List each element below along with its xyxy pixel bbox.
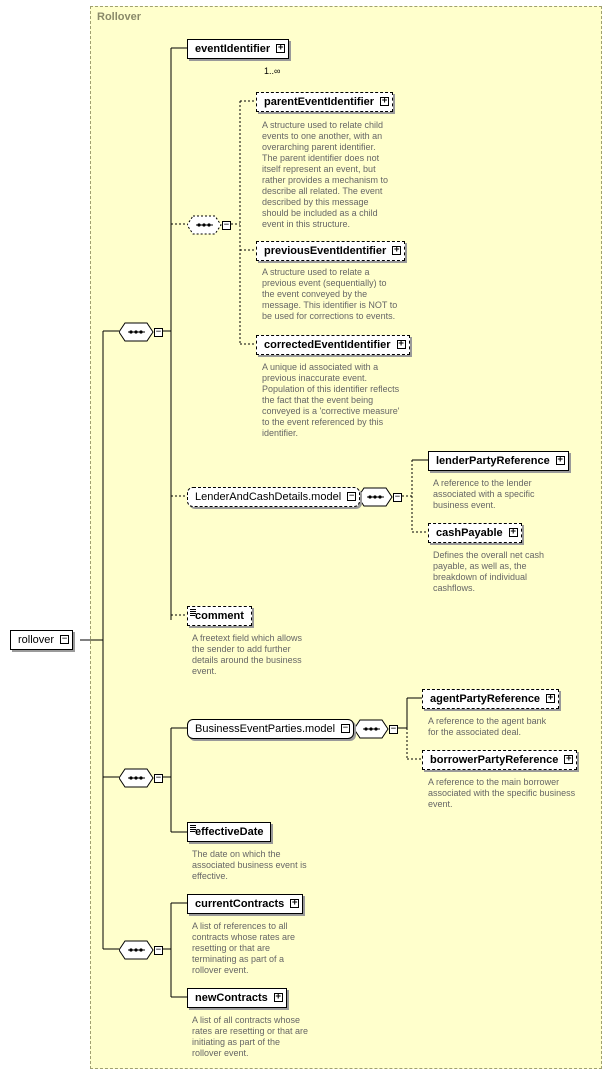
expand-icon[interactable]: + [564,754,574,764]
comment-doc: A freetext field which allows the sender… [192,633,303,676]
text-content-icon [190,609,196,616]
current-contracts-element[interactable]: currentContracts + [187,894,304,914]
sequence-compositor-2[interactable]: − [119,768,163,788]
lender-and-cash-details-label: LenderAndCashDetails.model [195,491,342,503]
effective-date-doc: The date on which the associated busines… [192,849,307,881]
new-contracts-label: newContracts [195,992,268,1004]
event-identifier-label: eventIdentifier [195,43,271,55]
previous-event-identifier-element[interactable]: previousEventIdentifier + [256,241,406,261]
expand-icon[interactable]: + [396,339,406,349]
parent-event-identifier-label: parentEventIdentifier [264,96,375,108]
collapse-icon[interactable]: − [154,773,163,783]
expand-icon[interactable]: + [508,527,518,537]
cash-payable-label: cashPayable [436,527,503,539]
expand-icon[interactable]: + [380,96,390,106]
sequence-compositor-1[interactable]: − [119,322,163,342]
text-content-icon [190,825,196,832]
current-contracts-doc: A list of references to all contracts wh… [192,921,296,975]
cash-payable-doc: Defines the overall net cash payable, as… [433,550,545,593]
collapse-icon[interactable]: − [222,220,231,230]
borrower-party-reference-element[interactable]: borrowerPartyReference + [422,750,578,770]
event-identifier-cardinality: 1..∞ [264,66,281,76]
expand-icon[interactable]: + [273,992,283,1002]
expand-icon[interactable]: + [276,43,286,53]
collapse-icon[interactable]: − [347,491,357,501]
borrower-party-reference-label: borrowerPartyReference [430,754,559,766]
sequence-compositor-lender[interactable]: − [358,487,402,507]
sequence-compositor-icon [119,322,154,342]
lender-party-reference-element[interactable]: lenderPartyReference + [428,451,569,471]
lender-party-reference-doc: A reference to the lender associated wit… [433,478,535,510]
collapse-icon[interactable]: − [154,945,163,955]
agent-party-reference-doc: A reference to the agent bank for the as… [428,716,547,737]
event-identifier-element[interactable]: eventIdentifier + [183,36,290,59]
lender-and-cash-details-group[interactable]: LenderAndCashDetails.model− [187,487,361,507]
agent-party-reference-element[interactable]: agentPartyReference + [422,689,560,709]
parent-event-identifier-doc: A structure used to relate child events … [262,120,389,229]
collapse-icon[interactable]: − [154,327,163,337]
business-event-parties-group[interactable]: BusinessEventParties.model− [187,719,355,739]
comment-label: comment [195,610,244,622]
expand-icon[interactable]: + [392,245,402,255]
expand-icon[interactable]: + [555,455,565,465]
rollover-element[interactable]: rollover− [10,630,74,650]
sequence-compositor-icon [187,215,222,235]
collapse-icon[interactable]: − [393,492,402,502]
agent-party-reference-label: agentPartyReference [430,693,541,705]
borrower-party-reference-doc: A reference to the main borrower associa… [428,777,576,809]
sequence-compositor-parties[interactable]: − [354,719,398,739]
collapse-icon[interactable]: − [341,723,351,733]
effective-date-label: effectiveDate [195,826,264,838]
sequence-compositor-icon [358,487,393,507]
comment-element[interactable]: comment [187,606,252,626]
effective-date-element[interactable]: effectiveDate [187,822,272,842]
sequence-compositor-icon [119,940,154,960]
sequence-compositor-3[interactable]: − [119,940,163,960]
previous-event-identifier-label: previousEventIdentifier [264,245,387,257]
corrected-event-identifier-doc: A unique id associated with a previous i… [262,362,400,438]
lender-party-reference-label: lenderPartyReference [436,455,550,467]
sequence-compositor-icon [119,768,154,788]
corrected-event-identifier-label: correctedEventIdentifier [264,339,391,351]
new-contracts-doc: A list of all contracts whose rates are … [192,1015,309,1058]
parent-event-identifier-element[interactable]: parentEventIdentifier + [256,92,394,112]
rollover-label: rollover [18,634,55,646]
current-contracts-label: currentContracts [195,898,285,910]
expand-icon[interactable]: + [290,898,300,908]
collapse-icon[interactable]: − [389,724,398,734]
sequence-compositor-icon [354,719,389,739]
collapse-icon[interactable]: − [60,634,70,644]
expand-icon[interactable]: + [546,693,556,703]
previous-event-identifier-doc: A structure used to relate a previous ev… [262,267,398,321]
corrected-event-identifier-element[interactable]: correctedEventIdentifier + [256,335,410,355]
sequence-compositor-optional[interactable]: − [187,215,231,235]
new-contracts-element[interactable]: newContracts + [187,988,287,1008]
business-event-parties-label: BusinessEventParties.model [195,723,336,735]
cash-payable-element[interactable]: cashPayable + [428,523,522,543]
region-title: Rollover [97,11,142,23]
